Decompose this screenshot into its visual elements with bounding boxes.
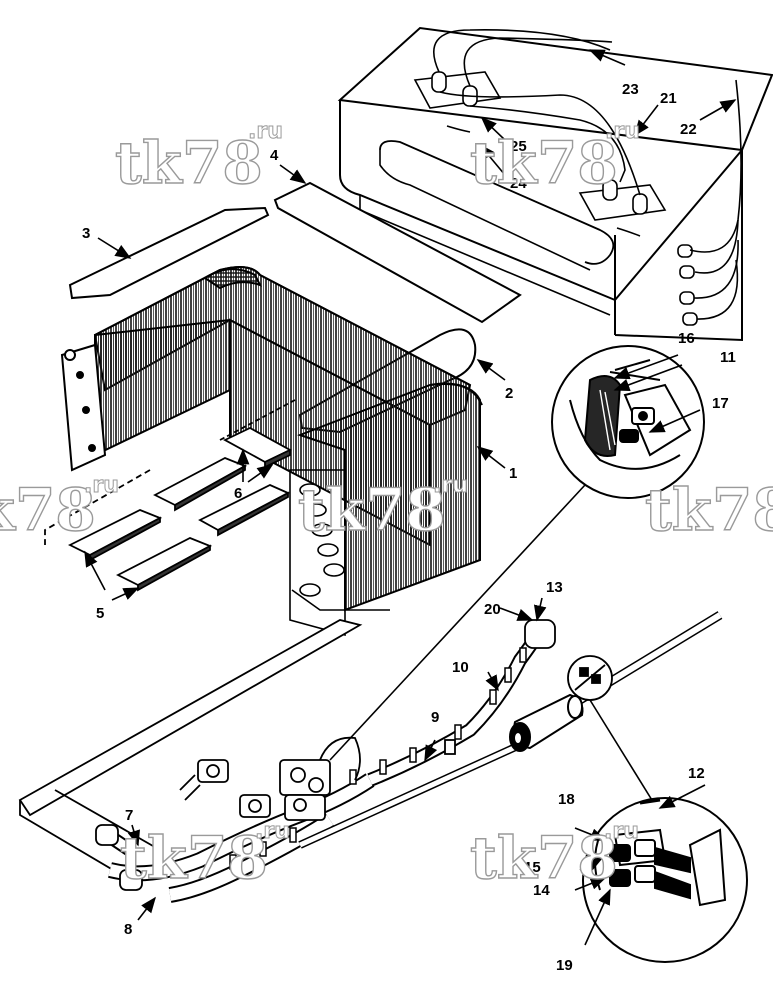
- svg-text:tk78: tk78: [115, 129, 263, 197]
- callout-13: 13: [546, 579, 563, 596]
- callout-8: 8: [124, 921, 132, 938]
- callout-20: 20: [484, 601, 501, 618]
- watermark-6: tk78 .ru: [119, 819, 290, 893]
- control-box: [337, 26, 773, 342]
- callout-24: 24: [510, 175, 527, 192]
- detail-circle-top: [551, 345, 705, 499]
- callout-9: 9: [431, 709, 439, 726]
- svg-text:tk78: tk78: [0, 476, 96, 544]
- relay-coils: [431, 71, 698, 326]
- watermark-1: tk78 .ru: [114, 119, 283, 198]
- callout-11: 11: [720, 349, 736, 366]
- svg-text:.ru: .ru: [605, 119, 640, 144]
- leader-lines: [291, 484, 656, 806]
- callout-1: 1: [509, 465, 517, 482]
- callout-2: 2: [505, 385, 513, 402]
- svg-text:tk78: tk78: [120, 824, 268, 892]
- callout-15: 15: [524, 859, 541, 876]
- watermarks: tk78 .ru tk78 .ru tk78 .ru tk78 .ru tk78…: [0, 119, 773, 893]
- callout-arrows: [84, 49, 737, 946]
- detail-circle-bottom: [582, 797, 748, 963]
- callout-10: 10: [452, 659, 469, 676]
- drain-pan: [18, 399, 363, 881]
- svg-text:.ru: .ru: [433, 473, 468, 498]
- watermark-2: tk78 .ru: [469, 119, 640, 198]
- evaporator-coil: [60, 265, 483, 637]
- harness-clamps: [229, 647, 527, 870]
- part-4: [273, 181, 522, 324]
- callout-12: 12: [688, 765, 705, 782]
- callout-14: 14: [533, 882, 550, 899]
- callout-22: 22: [680, 121, 697, 138]
- watermark-5: tk78: [644, 475, 773, 544]
- callout-3: 3: [82, 225, 90, 242]
- filter-drier: [509, 693, 584, 752]
- callout-18: 18: [558, 791, 575, 808]
- watermark-3: tk78 .ru: [0, 473, 119, 545]
- callout-16: 16: [678, 330, 695, 347]
- callout-4: 4: [270, 147, 279, 164]
- callout-21: 21: [660, 90, 677, 107]
- part-3: [68, 206, 270, 300]
- watermark-4: tk78 .ru: [297, 473, 468, 545]
- pads: [67, 426, 292, 592]
- svg-text:.ru: .ru: [604, 819, 639, 844]
- svg-text:tk78: tk78: [645, 476, 773, 544]
- svg-text:tk78: tk78: [470, 129, 618, 197]
- callout-25: 25: [510, 138, 527, 155]
- valves: [95, 619, 556, 891]
- callout-23: 23: [622, 81, 639, 98]
- callout-17: 17: [712, 395, 729, 412]
- callout-labels: 1 2 3 4 5 6 7 8 9 10 11 12 13 14 15 16 1…: [82, 81, 736, 974]
- callout-5: 5: [96, 605, 104, 622]
- watermark-7: tk78 .ru: [469, 819, 639, 893]
- small-detail-circle: [567, 655, 613, 701]
- svg-text:tk78: tk78: [470, 824, 618, 892]
- svg-text:.ru: .ru: [84, 473, 119, 498]
- svg-text:.ru: .ru: [255, 819, 290, 844]
- callout-7: 7: [125, 807, 133, 824]
- callout-6: 6: [234, 485, 242, 502]
- svg-text:tk78: tk78: [298, 476, 446, 544]
- callout-19: 19: [556, 957, 573, 974]
- control-wiring: [433, 29, 742, 320]
- svg-text:.ru: .ru: [248, 119, 283, 144]
